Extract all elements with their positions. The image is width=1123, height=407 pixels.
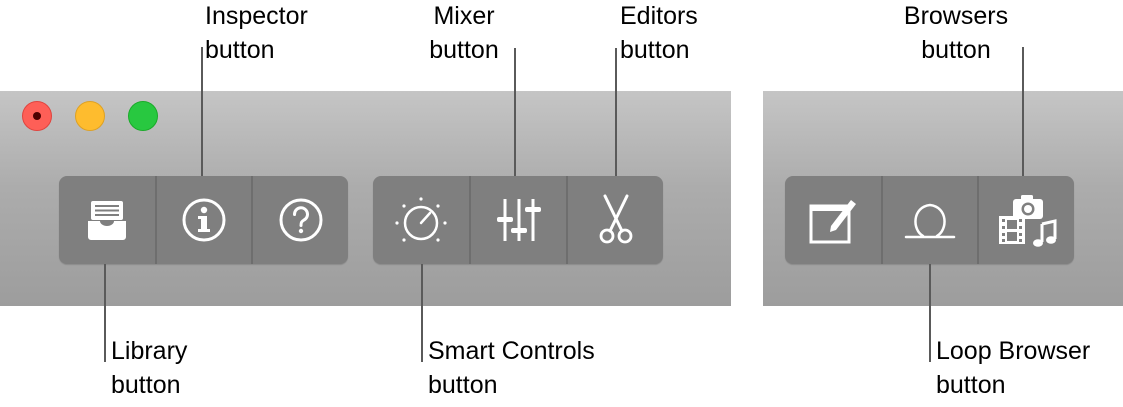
loop-browser-callout-label: Loop Browser button <box>936 337 1091 399</box>
smart-controls-callout-line <box>421 264 423 362</box>
info-icon <box>182 198 226 242</box>
mixer-callout-line <box>514 48 516 176</box>
button-separator <box>155 176 157 264</box>
mixer-callout-label: Mixer button <box>429 2 499 64</box>
button-separator <box>977 176 979 264</box>
browsers-button-group <box>785 176 1074 264</box>
smart-controls-button[interactable] <box>373 176 469 264</box>
button-separator <box>881 176 883 264</box>
button-separator <box>566 176 568 264</box>
browsers-button[interactable] <box>979 176 1074 264</box>
button-separator <box>251 176 253 264</box>
browsers-callout-label: Browsers button <box>903 2 1009 64</box>
note-pads-button[interactable] <box>785 176 881 264</box>
library-callout-label: Library button <box>111 337 188 399</box>
inspector-callout-label: Inspector button <box>205 2 308 64</box>
editors-button[interactable] <box>568 176 663 264</box>
library-callout-line <box>104 264 106 362</box>
zoom-window-button[interactable] <box>128 101 158 131</box>
mixer-button[interactable] <box>471 176 566 264</box>
editors-callout-label: Editors button <box>620 2 698 64</box>
library-icon <box>88 201 126 240</box>
mixer-sliders-icon <box>496 199 541 241</box>
loop-browser-button[interactable] <box>883 176 977 264</box>
view-button-group <box>59 176 348 264</box>
notepad-pencil-icon <box>809 200 856 244</box>
help-button[interactable] <box>253 176 348 264</box>
smart-controls-callout-label: Smart Controls button <box>428 337 595 399</box>
button-separator <box>469 176 471 264</box>
tools-button-group <box>373 176 663 264</box>
smart-controls-knob-icon <box>395 197 447 242</box>
loop-icon <box>904 203 956 239</box>
editors-callout-line <box>615 48 617 176</box>
close-window-button[interactable] <box>22 101 52 131</box>
library-button[interactable] <box>59 176 155 264</box>
inspector-button[interactable] <box>157 176 251 264</box>
browsers-callout-line <box>1022 47 1024 176</box>
scissors-icon <box>599 194 632 244</box>
inspector-callout-line <box>201 47 203 176</box>
help-icon <box>279 198 322 242</box>
minimize-window-button[interactable] <box>75 101 105 131</box>
media-browser-icon <box>998 195 1056 247</box>
loop-browser-callout-line <box>929 264 931 362</box>
